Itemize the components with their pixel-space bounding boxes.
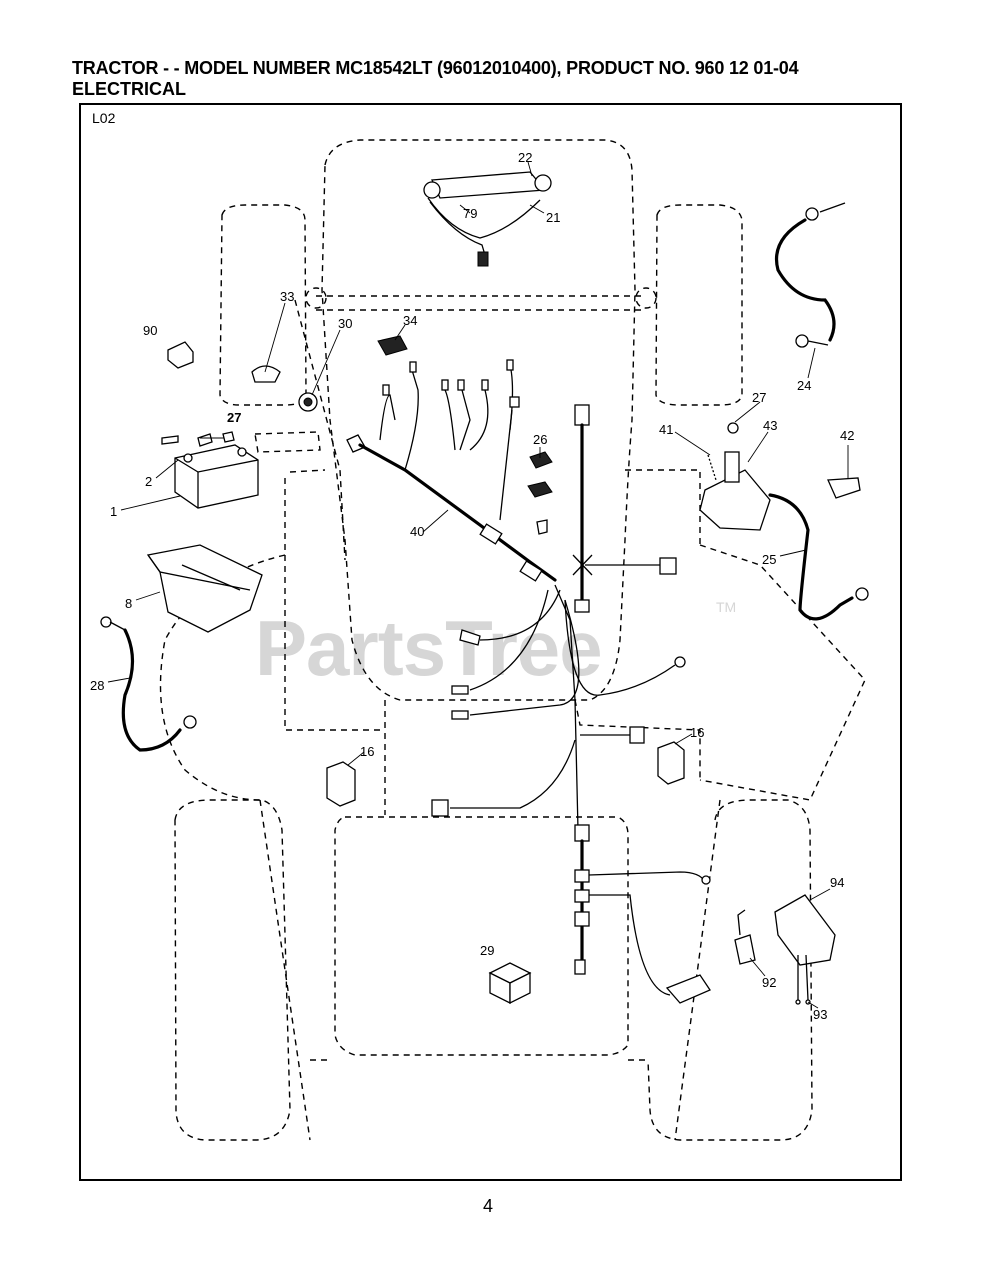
wire-harness-40 [346, 359, 557, 582]
callout-27-switch: 27 [752, 390, 766, 405]
callout-79: 79 [463, 206, 477, 221]
callout-43: 43 [763, 418, 777, 433]
callout-1: 1 [110, 504, 117, 519]
callout-90: 90 [143, 323, 157, 338]
watermark-trademark: TM [716, 599, 736, 615]
harness-branches [431, 404, 711, 996]
callout-34: 34 [403, 313, 417, 328]
diagram-code: L02 [92, 110, 116, 126]
leader-lines [107, 161, 849, 1009]
switches-top [167, 335, 408, 412]
callout-40: 40 [410, 524, 424, 539]
page-title: TRACTOR - - MODEL NUMBER MC18542LT (9601… [72, 58, 799, 78]
callout-29: 29 [480, 943, 494, 958]
tractor-outline [159, 139, 866, 1141]
callout-27-battery: 27 [227, 410, 241, 425]
callout-93: 93 [813, 1007, 827, 1022]
callout-8: 8 [125, 596, 132, 611]
diagram-frame [79, 103, 902, 1181]
headlight-assembly [423, 171, 552, 267]
callout-16-right: 16 [690, 725, 704, 740]
callout-92: 92 [762, 975, 776, 990]
callout-22: 22 [518, 150, 532, 165]
callout-28: 28 [90, 678, 104, 693]
callout-30: 30 [338, 316, 352, 331]
lower-components [488, 894, 836, 1005]
callout-25: 25 [762, 552, 776, 567]
callouts: 1 2 8 16 16 21 22 24 25 26 27 27 28 29 3… [90, 150, 854, 1022]
callout-16-left: 16 [360, 744, 374, 759]
callout-24: 24 [797, 378, 811, 393]
battery-tray-8 [146, 544, 263, 633]
section-title: ELECTRICAL [72, 79, 186, 99]
battery-1 [161, 431, 321, 509]
callout-42: 42 [840, 428, 854, 443]
callout-2: 2 [145, 474, 152, 489]
cable-28 [100, 616, 197, 752]
callout-26: 26 [533, 432, 547, 447]
callout-21: 21 [546, 210, 560, 225]
callout-41: 41 [659, 422, 673, 437]
right-components [527, 422, 869, 621]
ground-cable-24 [774, 202, 846, 348]
callout-33: 33 [280, 289, 294, 304]
page-number: 4 [483, 1196, 494, 1216]
fuse-holders-16 [326, 741, 685, 807]
callout-94: 94 [830, 875, 844, 890]
watermark: PartsTree [255, 604, 602, 692]
